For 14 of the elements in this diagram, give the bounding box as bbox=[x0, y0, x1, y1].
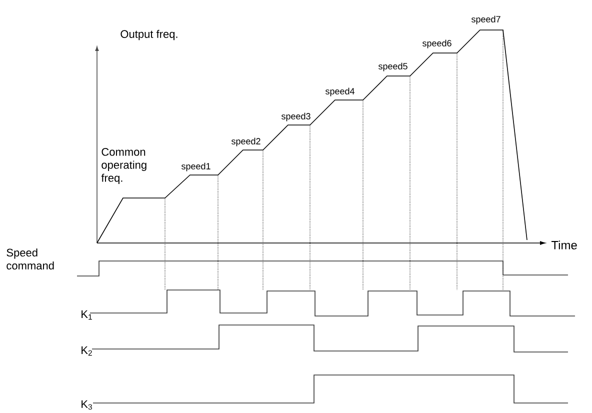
signal-label: K$_{2}$ bbox=[82, 346, 92, 356]
speed-label: speed5 bbox=[378, 62, 408, 72]
speed-label: speed6 bbox=[422, 40, 452, 48]
speed-label: speed3 bbox=[282, 112, 310, 122]
signal-label: Speed command bbox=[6, 248, 54, 270]
axis-label: Output freq. bbox=[120, 30, 178, 40]
speed-label: speed1 bbox=[182, 162, 210, 172]
axis-label: Common operating freq. bbox=[101, 148, 146, 184]
speed-label: speed7 bbox=[472, 16, 500, 24]
signal-label: K$_{3}$ bbox=[82, 400, 92, 410]
speed-label: speed4 bbox=[326, 88, 354, 96]
speed-label: speed2 bbox=[232, 138, 260, 146]
signal-label: K$_{1}$ bbox=[82, 310, 92, 320]
axis-label: Time bbox=[551, 240, 577, 250]
